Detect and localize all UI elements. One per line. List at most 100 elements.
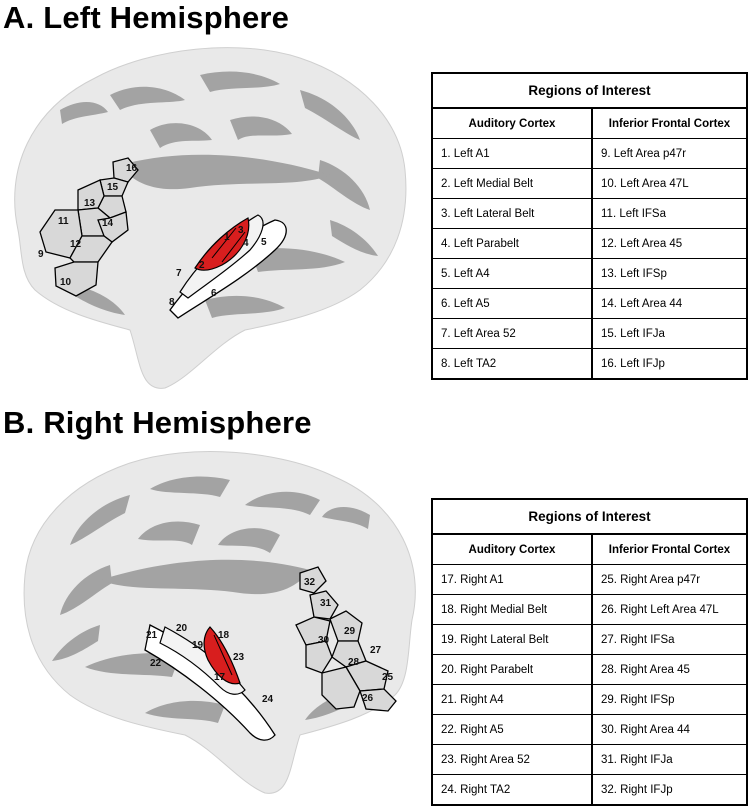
region-label: 11: [58, 216, 69, 227]
table-cell: 28. Right Area 45: [591, 654, 748, 685]
table-cell: 10. Left Area 47L: [591, 168, 748, 199]
table-title: Regions of Interest: [431, 498, 748, 535]
region-label: 6: [211, 288, 217, 299]
panel-left-hemisphere: A. Left Hemisphere: [0, 0, 752, 400]
column-header-auditory-cortex: Auditory Cortex: [431, 533, 593, 565]
region-label: 29: [344, 626, 356, 637]
region-label: 17: [214, 672, 226, 683]
table-cell: 20. Right Parabelt: [431, 654, 593, 685]
region-label: 32: [304, 577, 316, 588]
regions-of-interest-table: Regions of Interest Auditory Cortex Infe…: [431, 72, 749, 380]
column-header-inferior-frontal-cortex: Inferior Frontal Cortex: [591, 107, 748, 139]
region-label: 7: [176, 268, 182, 279]
table-cell: 19. Right Lateral Belt: [431, 624, 593, 655]
table-cell: 1. Left A1: [431, 138, 593, 169]
left-hemisphere-brain-figure: 1 2 3 4 5 6 7 8 9 10 11 12 13 14 15 16: [14, 47, 407, 389]
region-label: 4: [243, 238, 249, 249]
region-label: 30: [318, 635, 330, 646]
region-label: 31: [320, 598, 332, 609]
region-label: 14: [102, 218, 114, 229]
table-cell: 4. Left Parabelt: [431, 228, 593, 259]
sulcal-pattern: [52, 476, 370, 723]
table-cell: 7. Left Area 52: [431, 318, 593, 349]
region-label: 2: [199, 260, 205, 271]
column-header-auditory-cortex: Auditory Cortex: [431, 107, 593, 139]
table-cell: 18. Right Medial Belt: [431, 594, 593, 625]
table-cell: 13. Left IFSp: [591, 258, 748, 289]
table-cell: 23. Right Area 52: [431, 744, 593, 775]
table-cell: 12. Left Area 45: [591, 228, 748, 259]
table-cell: 2. Left Medial Belt: [431, 168, 593, 199]
table-cell: 31. Right IFJa: [591, 744, 748, 775]
region-label: 1: [224, 232, 230, 243]
table-cell: 6. Left A5: [431, 288, 593, 319]
region-label: 28: [348, 657, 360, 668]
table-cell: 30. Right Area 44: [591, 714, 748, 745]
region-label: 19: [192, 640, 204, 651]
region-labels: 17 18 19 20 21 22 23 24 25 26 27 28 29 3…: [146, 577, 394, 705]
region-label: 20: [176, 623, 188, 634]
region-label: 18: [218, 630, 230, 641]
table-cell: 21. Right A4: [431, 684, 593, 715]
table-cell: 11. Left IFSa: [591, 198, 748, 229]
region-label: 15: [107, 182, 119, 193]
table-cell: 22. Right A5: [431, 714, 593, 745]
table-cell: 17. Right A1: [431, 564, 593, 595]
table-cell: 24. Right TA2: [431, 774, 593, 806]
region-label: 16: [126, 163, 138, 174]
region-label: 26: [362, 693, 374, 704]
table-cell: 14. Left Area 44: [591, 288, 748, 319]
panel-title: B. Right Hemisphere: [3, 405, 312, 440]
table-cell: 27. Right IFSa: [591, 624, 748, 655]
table-cell: 5. Left A4: [431, 258, 593, 289]
region-label: 27: [370, 645, 382, 656]
table-cell: 9. Left Area p47r: [591, 138, 748, 169]
panel-title: A. Left Hemisphere: [3, 0, 290, 35]
region-label: 24: [262, 694, 274, 705]
region-label: 22: [150, 658, 162, 669]
region-label: 21: [146, 630, 158, 641]
region-label: 9: [38, 249, 44, 260]
region-labels: 1 2 3 4 5 6 7 8 9 10 11 12 13 14 15 16: [38, 163, 267, 308]
region-label: 8: [169, 297, 175, 308]
region-label: 13: [84, 198, 96, 209]
column-header-inferior-frontal-cortex: Inferior Frontal Cortex: [591, 533, 748, 565]
region-label: 25: [382, 672, 394, 683]
frontal-roi-cluster: [295, 566, 397, 712]
region-label: 5: [261, 237, 267, 248]
table-cell: 3. Left Lateral Belt: [431, 198, 593, 229]
table-cell: 8. Left TA2: [431, 348, 593, 380]
region-label: 23: [233, 652, 245, 663]
table-cell: 16. Left IFJp: [591, 348, 748, 380]
panel-right-hemisphere: B. Right Hemisphere: [0, 405, 752, 806]
frontal-roi-cluster: [39, 157, 139, 297]
region-label: 12: [70, 239, 82, 250]
region-label: 3: [238, 225, 244, 236]
table-cell: 29. Right IFSp: [591, 684, 748, 715]
region-label: 10: [60, 277, 72, 288]
auditory-roi-cluster: [144, 624, 276, 741]
regions-of-interest-table: Regions of Interest Auditory Cortex Infe…: [431, 498, 749, 806]
right-hemisphere-brain-figure: 17 18 19 20 21 22 23 24 25 26 27 28 29 3…: [23, 451, 416, 794]
table-cell: 26. Right Left Area 47L: [591, 594, 748, 625]
table-title: Regions of Interest: [431, 72, 748, 109]
auditory-roi-cluster: [169, 214, 287, 319]
table-cell: 32. Right IFJp: [591, 774, 748, 806]
table-cell: 15. Left IFJa: [591, 318, 748, 349]
